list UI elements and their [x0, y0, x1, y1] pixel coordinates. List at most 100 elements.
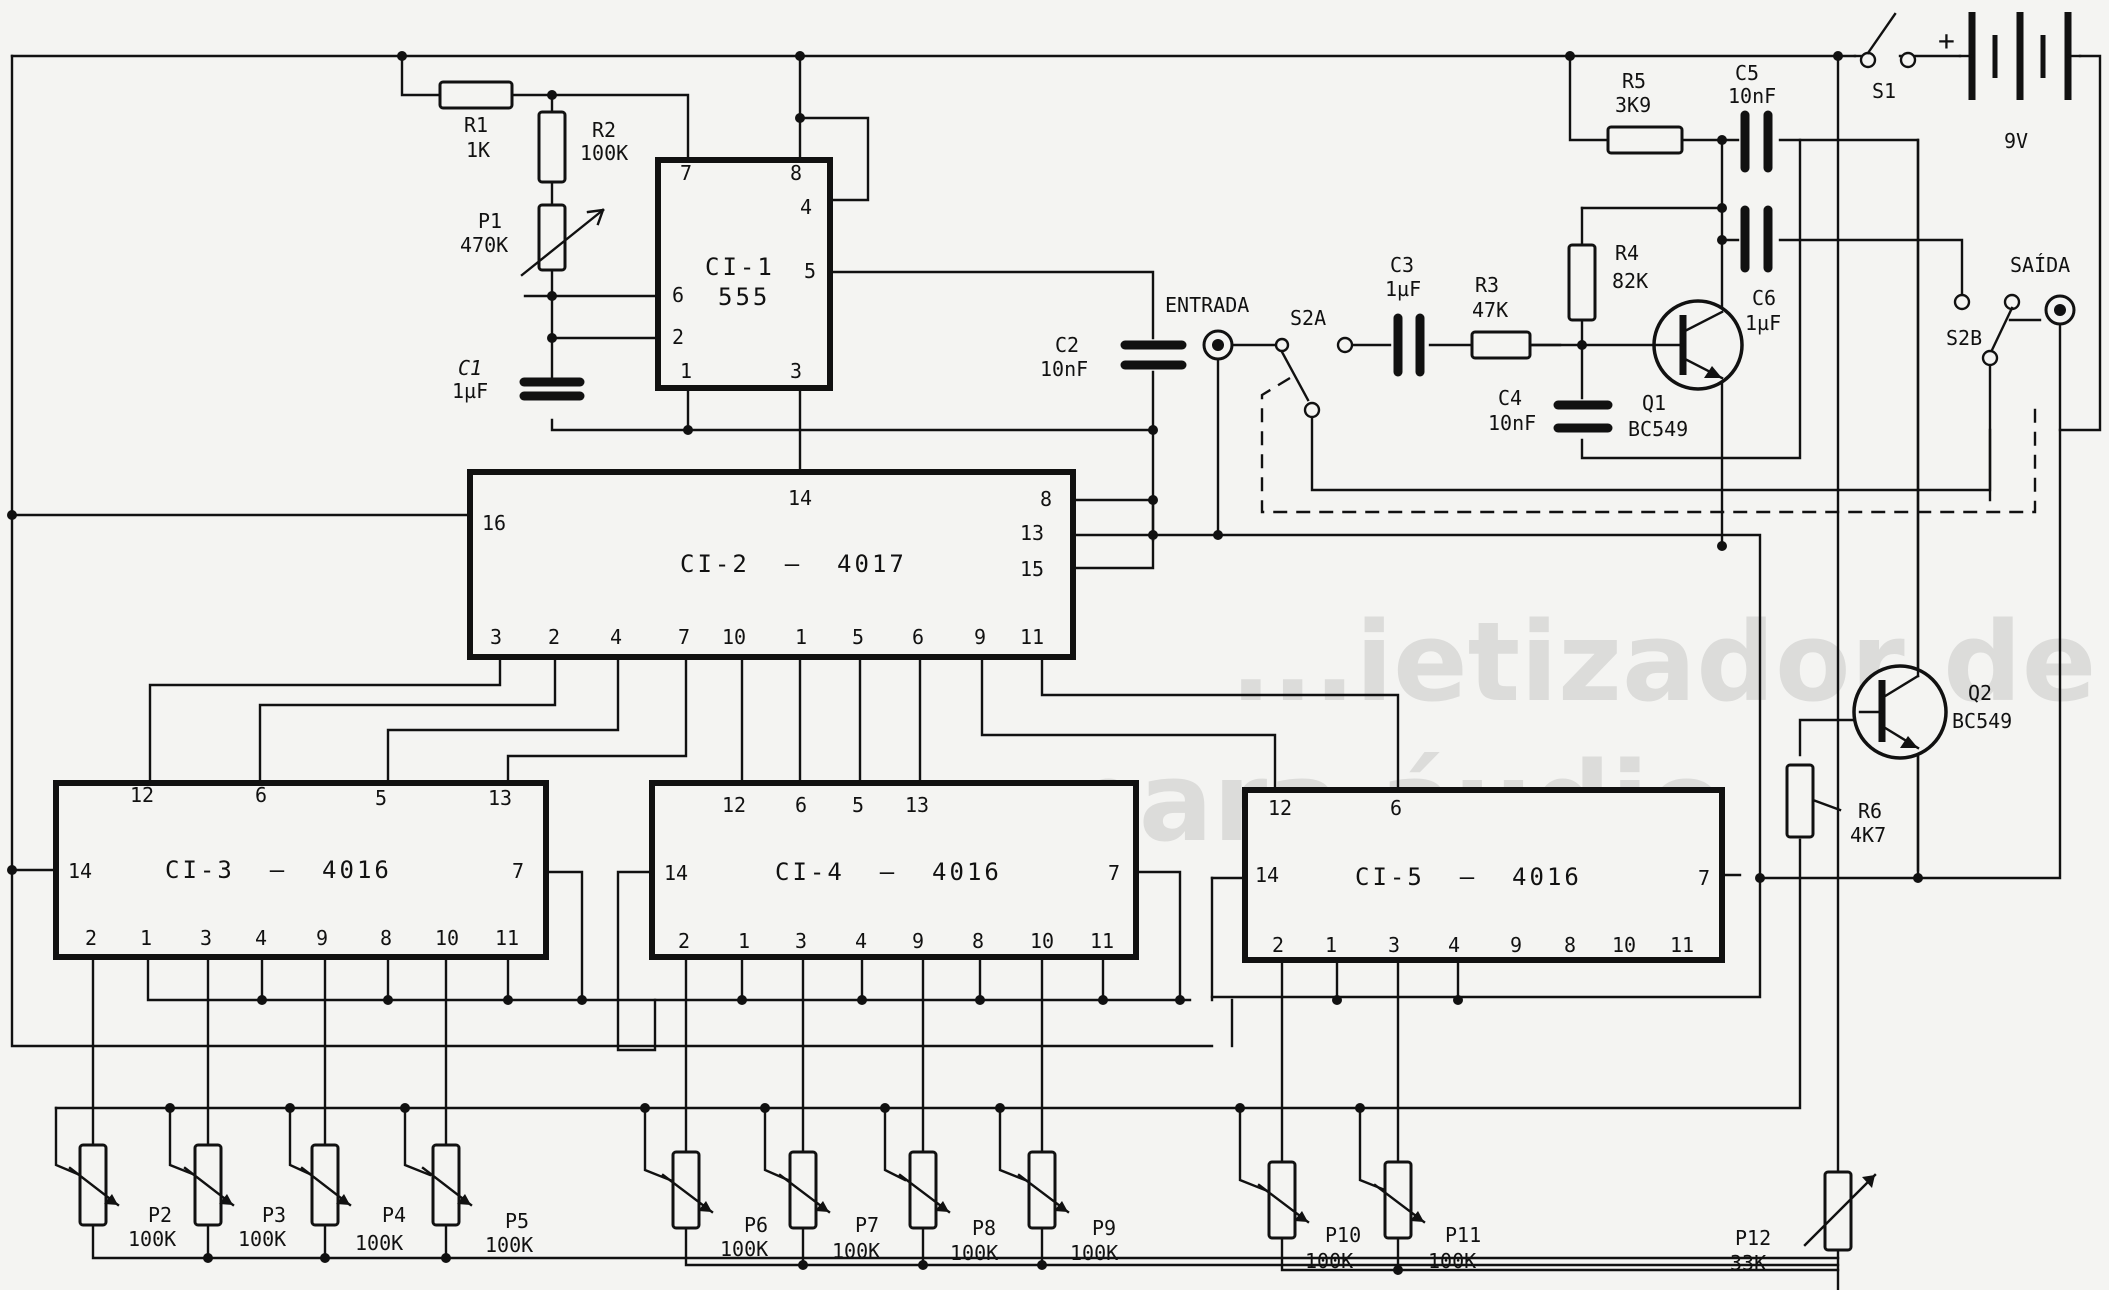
ci2-pin-9: 9	[974, 625, 986, 649]
c1-label: C1	[458, 356, 482, 380]
p9-value: 100K	[1070, 1241, 1118, 1265]
ci5-pin-6: 6	[1390, 796, 1402, 820]
resistor-r5: R5 3K9	[1606, 69, 1684, 155]
ci2-pin-8: 8	[1040, 487, 1052, 511]
ci4-pin-8: 8	[972, 929, 984, 953]
ci5-4016: 12 6 14 7 2 1 3 4 9 8 10 11 CI-5 — 4016	[1242, 787, 1725, 963]
r4-value: 82K	[1612, 269, 1648, 293]
transistor-q1: Q1 BC549	[1628, 299, 1744, 441]
q2-label: Q2	[1968, 681, 1992, 705]
ci4-pin-14: 14	[664, 861, 688, 885]
p11-label: P11	[1445, 1223, 1481, 1247]
ci1-pin-2: 2	[672, 325, 684, 349]
c2-value: 10nF	[1040, 357, 1088, 381]
switch-s2b: S2B	[1946, 293, 2021, 367]
r6-label: R6	[1858, 799, 1882, 823]
ci4-pin-2: 2	[678, 929, 690, 953]
switch-s1: S1	[1853, 12, 1917, 103]
ci2-pin-6: 6	[912, 625, 924, 649]
battery-plus: +	[1938, 24, 1955, 57]
ci1-pin-7: 7	[680, 161, 692, 185]
c2-label: C2	[1055, 333, 1079, 357]
ci2-4017: 14 16 8 13 15 3 2 4 7 10 1 5 6 9 11 CI-2…	[467, 469, 1076, 660]
ci3-pin-6: 6	[255, 783, 267, 807]
potentiometer-p2: P2 100K	[68, 1143, 176, 1251]
ci5-pin-7: 7	[1698, 866, 1710, 890]
c4-value: 10nF	[1488, 411, 1536, 435]
c5-label: C5	[1735, 61, 1759, 85]
saida-label: SAÍDA	[2010, 253, 2070, 277]
ci5-pin-1: 1	[1325, 933, 1337, 957]
resistor-r1: R1 1K	[438, 80, 514, 162]
battery-label: 9V	[2004, 129, 2028, 153]
c6-value: 1µF	[1745, 311, 1781, 335]
ci2-pin-10: 10	[722, 625, 746, 649]
p4-label: P4	[382, 1203, 406, 1227]
ci4-pin-1: 1	[738, 929, 750, 953]
ci5-pin-3: 3	[1388, 933, 1400, 957]
p11-value: 100K	[1428, 1249, 1476, 1273]
potentiometer-p9: P9 100K	[1017, 1150, 1118, 1265]
ci3-pin-5: 5	[375, 786, 387, 810]
r1-label: R1	[464, 113, 488, 137]
resistor-r4: R4 82K	[1567, 241, 1648, 322]
p9-label: P9	[1092, 1216, 1116, 1240]
ci5-pin-12: 12	[1268, 796, 1292, 820]
r6-value: 4K7	[1850, 823, 1886, 847]
r3-value: 47K	[1472, 298, 1508, 322]
capacitor-c1: C1 1µF	[452, 356, 585, 403]
capacitor-c5: C5 10nF	[1728, 61, 1776, 173]
ci4-pin-12: 12	[722, 793, 746, 817]
q1-value: BC549	[1628, 417, 1688, 441]
ci3-pin-8: 8	[380, 926, 392, 950]
c4-label: C4	[1498, 386, 1522, 410]
ci1-pin-8: 8	[790, 161, 802, 185]
ci5-pin-2: 2	[1272, 933, 1284, 957]
ci2-pin-7: 7	[678, 625, 690, 649]
p1-label: P1	[478, 209, 502, 233]
ci1-pin-5: 5	[804, 259, 816, 283]
ci4-pin-5: 5	[852, 793, 864, 817]
ci2-pin-3: 3	[490, 625, 502, 649]
ci5-pin-11: 11	[1670, 933, 1694, 957]
potentiometer-p12: P12 33K	[1730, 1170, 1877, 1275]
ci1-part: 555	[718, 283, 770, 311]
p6-label: P6	[744, 1213, 768, 1237]
ci2-pin-5: 5	[852, 625, 864, 649]
r3-label: R3	[1475, 273, 1499, 297]
bleed-line-1: ...ietizador de ...	[1230, 598, 2109, 726]
p1-value: 470K	[460, 233, 508, 257]
ci4-pin-13: 13	[905, 793, 929, 817]
ci1-pin-1: 1	[680, 359, 692, 383]
q1-label: Q1	[1642, 391, 1666, 415]
capacitor-c6: C6 1µF	[1740, 205, 1781, 335]
capacitor-c4: C4 10nF	[1488, 386, 1613, 435]
r2-label: R2	[592, 118, 616, 142]
p10-value: 100K	[1305, 1249, 1353, 1273]
potentiometer-p11: P11 100K	[1373, 1160, 1481, 1273]
ci3-pin-3: 3	[200, 926, 212, 950]
r5-value: 3K9	[1615, 93, 1651, 117]
ci2-pin-4: 4	[610, 625, 622, 649]
ci3-pin-2: 2	[85, 926, 97, 950]
ci3-pin-1: 1	[140, 926, 152, 950]
p2-value: 100K	[128, 1227, 176, 1251]
ci1-555: 7 8 4 6 5 2 1 3 CI-1 555	[655, 157, 833, 391]
junctions	[7, 51, 1923, 1275]
ci1-name: CI-1	[705, 253, 775, 281]
ci1-pin-6: 6	[672, 283, 684, 307]
ci4-pin-3: 3	[795, 929, 807, 953]
ci5-pin-9: 9	[1510, 933, 1522, 957]
battery-9v: + 9V	[1938, 12, 2082, 153]
switch-s2a: S2A	[1260, 306, 2037, 514]
ci2-pin-14: 14	[788, 486, 812, 510]
s2b-label: S2B	[1946, 326, 1982, 350]
p3-label: P3	[262, 1203, 286, 1227]
c5-value: 10nF	[1728, 84, 1776, 108]
resistor-r2: R2 100K	[537, 110, 628, 184]
potentiometer-p6: P6 100K	[661, 1150, 768, 1261]
ci5-pin-14: 14	[1255, 863, 1279, 887]
r4-label: R4	[1615, 241, 1639, 265]
r5-label: R5	[1622, 69, 1646, 93]
ci4-pin-10: 10	[1030, 929, 1054, 953]
